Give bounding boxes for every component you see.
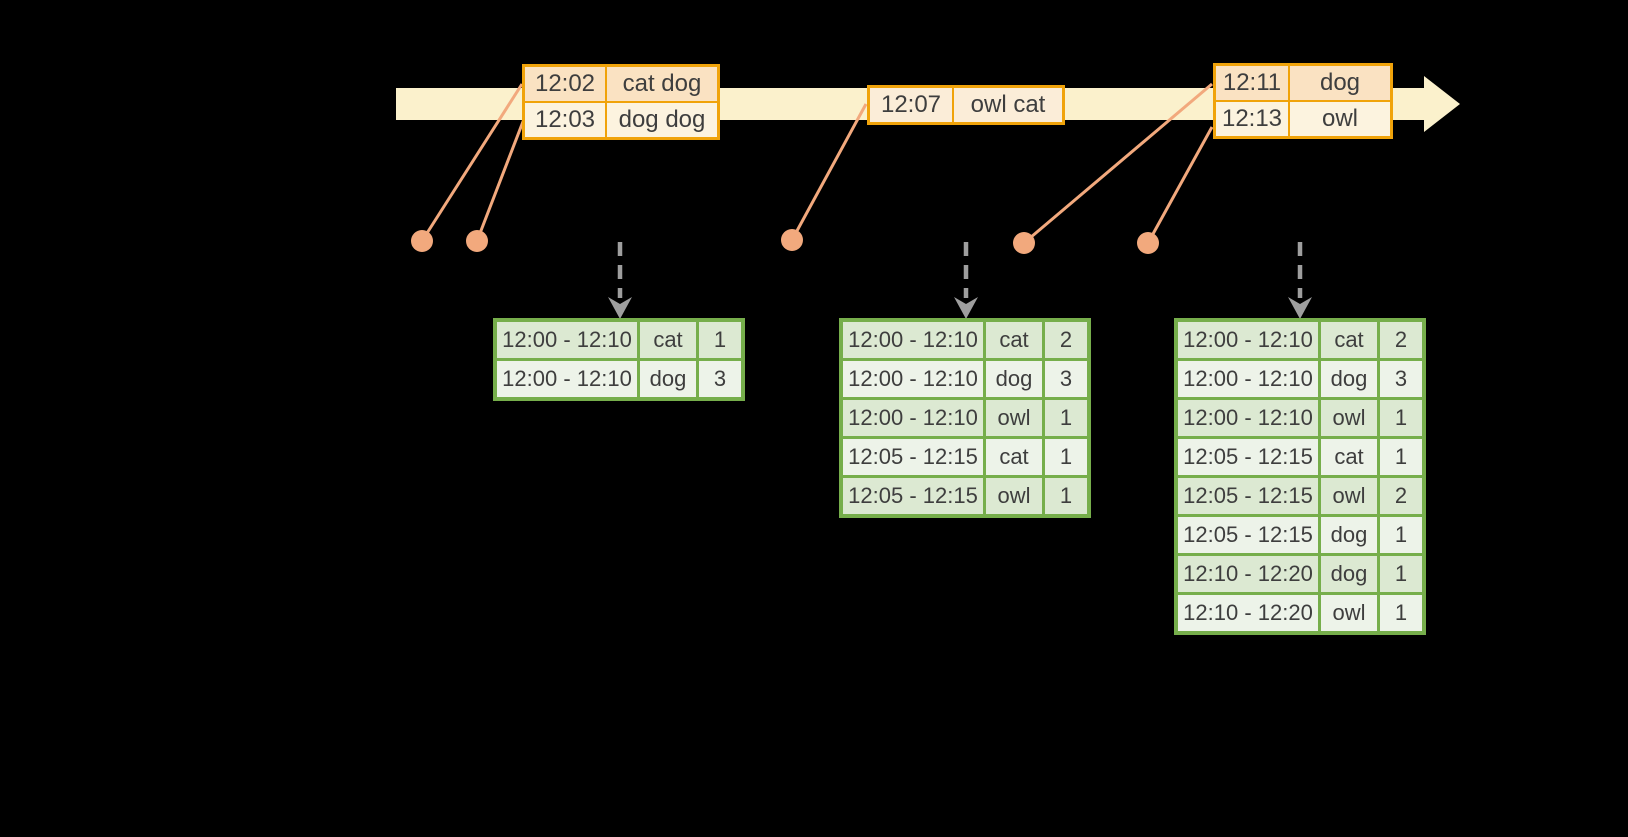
event-time: 12:03: [525, 103, 605, 137]
event-connector-line-2: [475, 118, 526, 242]
result-word: cat: [1321, 439, 1377, 475]
result-count: 3: [1045, 361, 1087, 397]
result-window: 12:05 - 12:15: [843, 439, 983, 475]
arrow-down-icon: [954, 297, 978, 319]
result-window: 12:00 - 12:10: [843, 322, 983, 358]
result-word: dog: [986, 361, 1042, 397]
event-dot-3: [781, 229, 803, 251]
event-time: 12:13: [1216, 102, 1288, 136]
result-window: 12:00 - 12:10: [1178, 322, 1318, 358]
result-window: 12:10 - 12:20: [1178, 595, 1318, 631]
event-time: 12:02: [525, 67, 605, 101]
event-connector-line-5: [1146, 126, 1214, 244]
result-window: 12:05 - 12:15: [843, 478, 983, 514]
result-count: 1: [1045, 439, 1087, 475]
result-count: 1: [1380, 400, 1422, 436]
event-row: 12:07 owl cat: [870, 88, 1062, 122]
event-dot-5: [1137, 232, 1159, 254]
event-table-3: 12:11 dog 12:13 owl: [1213, 63, 1393, 139]
event-row: 12:02 cat dog: [525, 67, 717, 101]
event-row: 12:03 dog dog: [525, 103, 717, 137]
result-row: 12:05 - 12:15 owl 2: [1178, 478, 1422, 514]
result-window: 12:05 - 12:15: [1178, 439, 1318, 475]
result-word: owl: [1321, 400, 1377, 436]
event-row: 12:11 dog: [1216, 66, 1390, 100]
result-word: cat: [986, 322, 1042, 358]
result-row: 12:00 - 12:10 cat 1: [497, 322, 741, 358]
result-count: 1: [1380, 556, 1422, 592]
result-row: 12:05 - 12:15 cat 1: [843, 439, 1087, 475]
result-window: 12:00 - 12:10: [843, 361, 983, 397]
result-row: 12:00 - 12:10 owl 1: [843, 400, 1087, 436]
event-words: owl: [1290, 102, 1390, 136]
result-word: cat: [1321, 322, 1377, 358]
result-word: owl: [986, 400, 1042, 436]
event-words: dog dog: [607, 103, 717, 137]
result-count: 1: [1045, 400, 1087, 436]
event-dot-2: [466, 230, 488, 252]
result-row: 12:10 - 12:20 dog 1: [1178, 556, 1422, 592]
event-row: 12:13 owl: [1216, 102, 1390, 136]
result-row: 12:05 - 12:15 dog 1: [1178, 517, 1422, 553]
result-window: 12:05 - 12:15: [1178, 478, 1318, 514]
result-word: owl: [1321, 478, 1377, 514]
result-row: 12:00 - 12:10 dog 3: [843, 361, 1087, 397]
result-window: 12:00 - 12:10: [497, 322, 637, 358]
result-word: owl: [986, 478, 1042, 514]
result-window: 12:00 - 12:10: [1178, 361, 1318, 397]
trigger-arrow-3: [1288, 242, 1312, 319]
result-count: 1: [1045, 478, 1087, 514]
event-connector-line-4: [1023, 82, 1213, 245]
result-count: 1: [699, 322, 741, 358]
trigger-arrow-2: [954, 242, 978, 319]
result-table-2: 12:00 - 12:10 cat 2 12:00 - 12:10 dog 3 …: [839, 318, 1091, 518]
result-word: cat: [986, 439, 1042, 475]
result-window: 12:00 - 12:10: [1178, 400, 1318, 436]
result-window: 12:00 - 12:10: [497, 361, 637, 397]
event-table-1: 12:02 cat dog 12:03 dog dog: [522, 64, 720, 140]
event-words: owl cat: [954, 88, 1062, 122]
trigger-arrow-1: [608, 242, 632, 319]
event-table-2: 12:07 owl cat: [867, 85, 1065, 125]
result-word: dog: [640, 361, 696, 397]
event-dot-4: [1013, 232, 1035, 254]
result-table-3: 12:00 - 12:10 cat 2 12:00 - 12:10 dog 3 …: [1174, 318, 1426, 635]
event-dot-1: [411, 230, 433, 252]
event-time: 12:07: [870, 88, 952, 122]
result-count: 2: [1045, 322, 1087, 358]
result-row: 12:00 - 12:10 cat 2: [1178, 322, 1422, 358]
arrow-down-icon: [1288, 297, 1312, 319]
result-table-1: 12:00 - 12:10 cat 1 12:00 - 12:10 dog 3: [493, 318, 745, 401]
result-word: dog: [1321, 556, 1377, 592]
result-row: 12:00 - 12:10 cat 2: [843, 322, 1087, 358]
result-row: 12:05 - 12:15 cat 1: [1178, 439, 1422, 475]
result-count: 1: [1380, 439, 1422, 475]
arrow-down-icon: [608, 297, 632, 319]
result-row: 12:05 - 12:15 owl 1: [843, 478, 1087, 514]
result-row: 12:10 - 12:20 owl 1: [1178, 595, 1422, 631]
result-count: 3: [699, 361, 741, 397]
event-connector-line-1: [420, 83, 524, 242]
result-window: 12:00 - 12:10: [843, 400, 983, 436]
result-word: cat: [640, 322, 696, 358]
result-word: dog: [1321, 517, 1377, 553]
event-words: cat dog: [607, 67, 717, 101]
result-word: owl: [1321, 595, 1377, 631]
result-row: 12:00 - 12:10 dog 3: [1178, 361, 1422, 397]
result-count: 1: [1380, 595, 1422, 631]
timeline-arrowhead-icon: [1424, 76, 1460, 132]
result-row: 12:00 - 12:10 dog 3: [497, 361, 741, 397]
event-words: dog: [1290, 66, 1390, 100]
result-count: 3: [1380, 361, 1422, 397]
result-word: dog: [1321, 361, 1377, 397]
result-count: 1: [1380, 517, 1422, 553]
result-window: 12:05 - 12:15: [1178, 517, 1318, 553]
result-row: 12:00 - 12:10 owl 1: [1178, 400, 1422, 436]
event-connector-line-3: [790, 103, 868, 241]
result-count: 2: [1380, 478, 1422, 514]
event-time: 12:11: [1216, 66, 1288, 100]
result-window: 12:10 - 12:20: [1178, 556, 1318, 592]
result-count: 2: [1380, 322, 1422, 358]
